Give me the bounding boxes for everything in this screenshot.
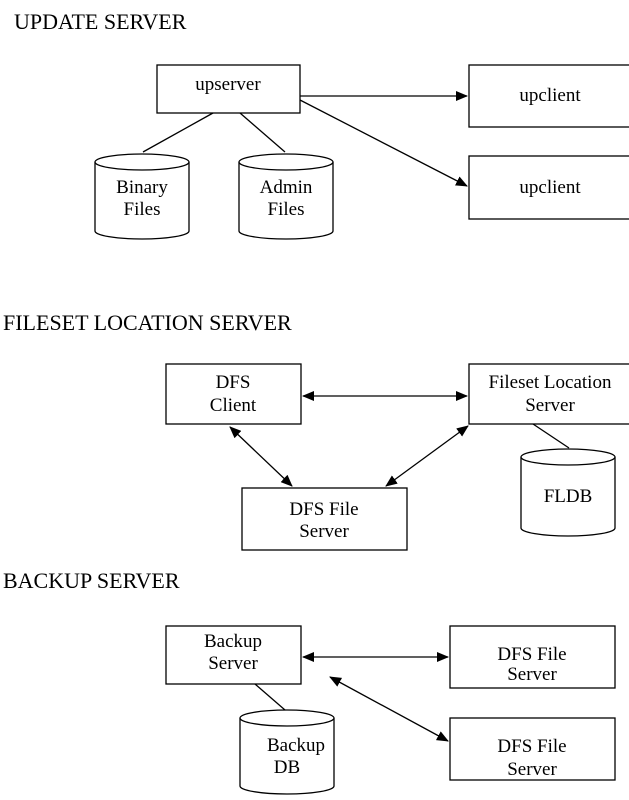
fileset-location-server-label-line2: Server: [525, 395, 575, 416]
dfs-file-server-1-label-line1: DFS File: [497, 644, 566, 665]
fileset-location-server-box: [468, 363, 629, 425]
dfs-file-server-box-1: [449, 625, 616, 689]
fileset-location-server-label-line1: Fileset Location: [489, 372, 612, 393]
admin-files-label-line2: Files: [268, 199, 305, 220]
arrow-backup-to-file-server-2: [329, 676, 449, 742]
admin-files-label-line1: Admin: [260, 177, 313, 198]
dfs-file-server-box-2: [449, 717, 616, 781]
update-server-section: UPDATE SERVER upserver upclient upclient…: [14, 9, 629, 240]
upclient-label-2: upclient: [519, 177, 581, 198]
backup-db-label-line1: Backup: [267, 735, 325, 756]
binary-files-database-icon: [94, 153, 190, 240]
connector-backup-db: [254, 683, 286, 711]
binary-files-label-line1: Binary: [116, 177, 168, 198]
backup-server-box: [165, 625, 302, 685]
arrow-client-file-server: [229, 426, 293, 487]
connector-upserver-admin: [239, 112, 286, 153]
dfs-file-server-2-label-line1: DFS File: [497, 736, 566, 757]
fldb-label: FLDB: [544, 486, 593, 507]
binary-files-label-line2: Files: [124, 199, 161, 220]
backup-server-label-line2: Server: [208, 653, 258, 674]
arrow-file-server-fileset-location: [385, 425, 469, 487]
upserver-box: [156, 64, 301, 114]
update-server-title: UPDATE SERVER: [14, 9, 187, 34]
backup-db-label-line2: DB: [274, 757, 300, 778]
backup-server-title: BACKUP SERVER: [3, 568, 180, 593]
backup-server-section: BACKUP SERVER Backup Server DFS File Ser…: [3, 568, 616, 795]
arrow-upserver-to-upclient-2: [299, 99, 468, 187]
dfs-file-server-box: [241, 487, 408, 551]
upclient-label-1: upclient: [519, 85, 581, 106]
backup-db-database-icon: [239, 709, 335, 795]
backup-server-label-line1: Backup: [204, 631, 262, 652]
connector-fileset-location-fldb: [532, 423, 570, 449]
connector-upserver-binary: [142, 112, 214, 153]
dfs-client-label-line2: Client: [210, 395, 257, 416]
upserver-label: upserver: [195, 74, 261, 95]
dfs-client-box: [165, 363, 302, 425]
fldb-database-icon: [520, 448, 616, 537]
admin-files-database-icon: [238, 153, 334, 240]
fileset-location-server-title: FILESET LOCATION SERVER: [3, 310, 292, 335]
dfs-file-server-1-label-line2: Server: [507, 664, 557, 685]
upclient-box-2: [468, 155, 629, 220]
dfs-file-server-2-label-line2: Server: [507, 759, 557, 780]
dfs-file-server-label-line2: Server: [299, 521, 349, 542]
dfs-file-server-label-line1: DFS File: [289, 499, 358, 520]
dfs-client-label-line1: DFS: [216, 372, 251, 393]
upclient-box-1: [468, 64, 629, 128]
fileset-location-server-section: FILESET LOCATION SERVER DFS Client Files…: [3, 310, 629, 551]
